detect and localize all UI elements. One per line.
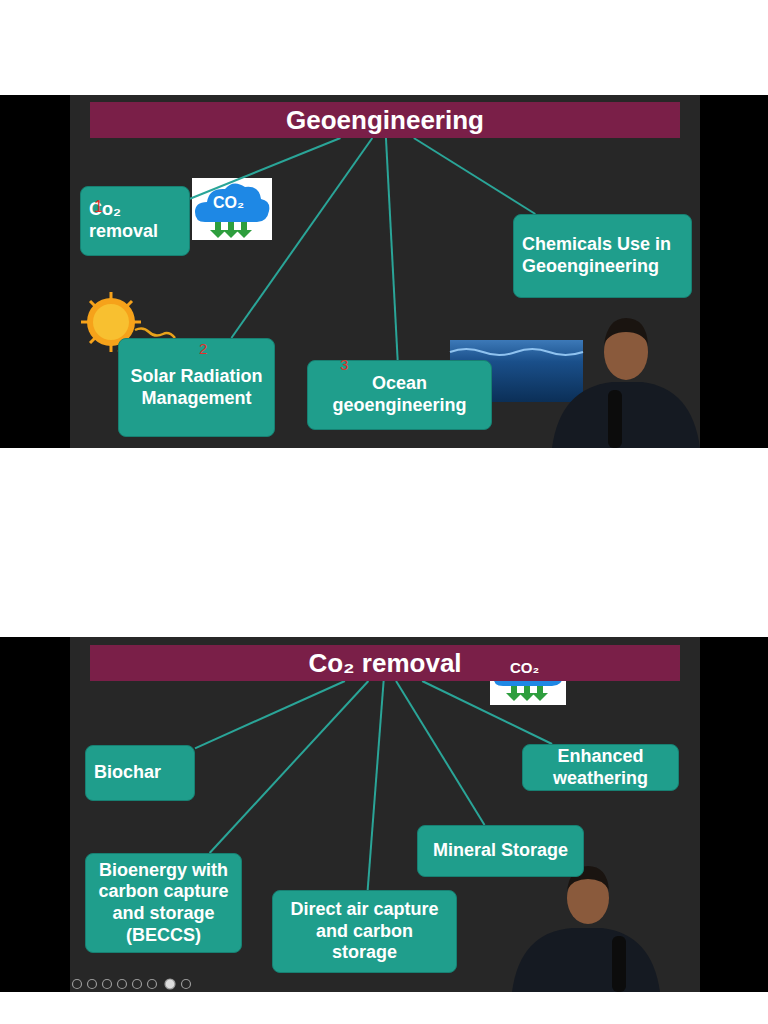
screen-frame (0, 95, 768, 448)
title-band: Geoengineering (90, 102, 680, 138)
callout-number: 3 (340, 356, 348, 373)
connector-line (368, 681, 384, 890)
box-label: Direct air capture and carbon storage (281, 899, 448, 964)
topic-box: Chemicals Use in Geoengineering (513, 214, 692, 298)
icon-text: CO₂ (213, 194, 244, 212)
box-label: Solar Radiation Management (127, 366, 266, 409)
box-label: Mineral Storage (433, 840, 568, 862)
connector-line (210, 681, 369, 853)
slide-area (70, 637, 700, 992)
slide-title: Geoengineering (286, 105, 484, 136)
text-group: Chemicals Use in Geoengineering (522, 234, 683, 277)
slide-title: Co₂ removal (308, 648, 461, 679)
text-group: Geoengineering (286, 105, 484, 136)
box-label: Enhanced weathering (531, 746, 670, 789)
topic-box: Ocean geoengineering (307, 360, 492, 430)
text-group: Mineral Storage (433, 840, 568, 862)
topic-box: Mineral Storage (417, 825, 584, 877)
callout-number: 1 (94, 198, 103, 216)
text-group: Biochar (94, 762, 161, 784)
connector-line (422, 681, 552, 744)
connector-line (396, 681, 484, 825)
text-group: Direct air capture and carbon storage (281, 899, 448, 964)
co2-cloud-icon (192, 178, 272, 240)
connector-line (231, 138, 372, 338)
box-label: Biochar (94, 762, 161, 784)
presenter-video (552, 318, 700, 448)
text-group: Bioenergy with carbon capture and storag… (94, 860, 233, 946)
text-group: Enhanced weathering (531, 746, 670, 789)
connector-line (190, 138, 340, 199)
slide-area (70, 95, 700, 448)
topic-box: Co₂ removal (80, 186, 190, 256)
box-label: Ocean geoengineering (316, 373, 483, 416)
title-band: Co₂ removal (90, 645, 680, 681)
player-toolbar (73, 979, 191, 989)
topic-box: Direct air capture and carbon storage (272, 890, 457, 973)
connector-line (386, 138, 398, 360)
connector-line (414, 138, 536, 214)
connector-line (195, 681, 345, 748)
callout-number: 2 (199, 340, 207, 357)
text-group: Co₂ removal (308, 648, 461, 679)
topic-box: Biochar (85, 745, 195, 801)
presenter-video (512, 866, 660, 992)
text-group: Solar Radiation Management (127, 366, 266, 409)
topic-box: Bioenergy with carbon capture and storag… (85, 853, 242, 953)
box-label: Chemicals Use in Geoengineering (522, 234, 683, 277)
box-label: Bioenergy with carbon capture and storag… (94, 860, 233, 946)
topic-box: Enhanced weathering (522, 744, 679, 791)
icon-text: CO₂ (510, 659, 539, 676)
screen-frame (0, 637, 768, 992)
text-group: Ocean geoengineering (316, 373, 483, 416)
topic-box: Solar Radiation Management (118, 338, 275, 437)
